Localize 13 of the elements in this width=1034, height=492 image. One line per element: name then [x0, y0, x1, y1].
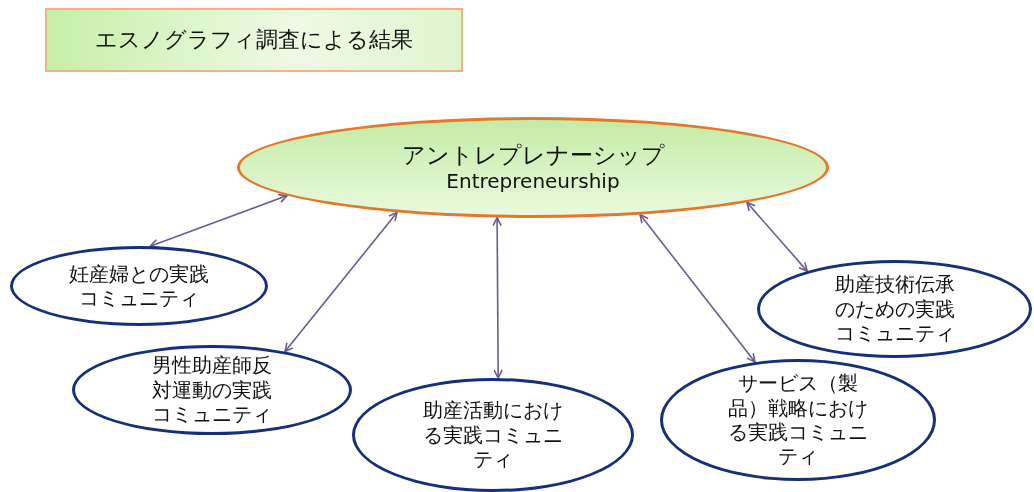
arrow: [492, 216, 503, 379]
arrow: [149, 193, 288, 248]
node-label: サービス（製品）戦略における実践コミュニティ: [727, 371, 869, 469]
arrow: [284, 211, 398, 353]
title-box: [45, 8, 463, 72]
title-text: エスノグラフィ調査による結果: [94, 26, 414, 54]
node-title: アントレプレナーシップ: [400, 141, 666, 170]
arrow: [746, 201, 808, 272]
node-label: 助産活動における実践コミュニティ: [422, 398, 564, 472]
node-label: 男性助産師反対運動の実践コミュニティ: [151, 353, 273, 427]
node-subtitle: Entrepreneurship: [445, 169, 621, 194]
node-label: 助産技術伝承のための実践コミュニティ: [833, 272, 956, 346]
node-label: 妊産婦との実践コミュニティ: [68, 261, 210, 311]
